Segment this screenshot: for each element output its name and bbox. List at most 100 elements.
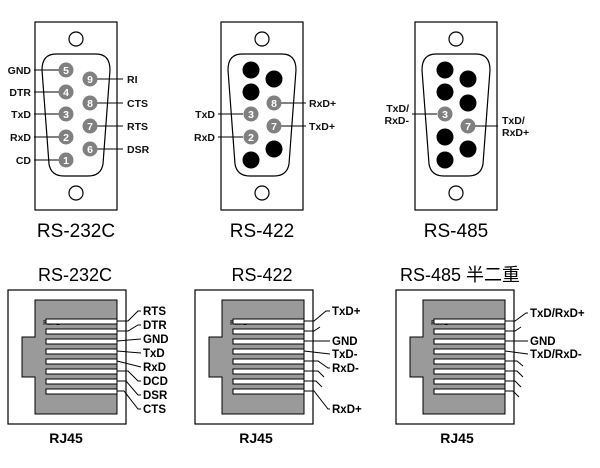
mount-hole-top (254, 31, 270, 47)
leader-line (505, 380, 522, 388)
pin-5 (58, 62, 74, 78)
pin-4 (242, 83, 260, 101)
pin-number: 7 (271, 121, 277, 133)
leader-line (304, 310, 330, 322)
pin-number: 3 (63, 109, 69, 121)
pin-3 (58, 106, 74, 122)
leader-line (304, 370, 325, 378)
signal-label: RI (127, 74, 138, 86)
contact-slot (45, 348, 118, 355)
signal-label: CD (16, 155, 32, 167)
pin-7 (460, 118, 476, 134)
leader-lines (504, 312, 529, 398)
pin-9 (82, 71, 98, 87)
signal-label: RxD+ (309, 98, 336, 110)
rj45-footer-label: RJ45 (440, 430, 474, 446)
pin-7 (82, 118, 98, 134)
rj45-body (409, 299, 506, 415)
signal-label: TxD/ (502, 115, 525, 127)
pin-4 (58, 84, 74, 100)
rj45-signal-label: TxD+ (332, 306, 361, 318)
connector-title: RS-422 (231, 265, 292, 285)
rj45-signal-label: DTR (143, 320, 167, 332)
contact-slot (45, 378, 118, 385)
signal-label: CTS (127, 98, 148, 110)
mount-hole-bottom (254, 185, 270, 201)
contact-slot (433, 378, 506, 385)
contact-slot (45, 318, 118, 325)
pin-3 (437, 106, 453, 122)
pin-1 (242, 151, 260, 169)
leader-line (304, 360, 330, 369)
leader-line (304, 380, 323, 388)
rj45-signal-label: RxD- (332, 363, 359, 375)
rj45-signal-label: GND (332, 336, 358, 348)
contact-slot (45, 368, 118, 375)
pin-9 (265, 70, 283, 88)
rj45-body (21, 299, 118, 415)
contact-slots (232, 318, 305, 395)
signal-label: GND (8, 65, 32, 77)
contact-slot (433, 358, 506, 365)
contact-slot (45, 388, 118, 395)
contact-slot (232, 378, 305, 385)
rj45-footer-label: RJ45 (49, 430, 83, 446)
signal-label: RxD+ (502, 127, 529, 139)
leader-line (505, 390, 520, 398)
pin-7 (266, 118, 282, 134)
leader-line (504, 350, 529, 355)
contact-slot (232, 318, 305, 325)
signal-label: TxD (11, 109, 31, 121)
pin-number: 8 (87, 98, 93, 110)
pin-5 (436, 61, 454, 79)
leader-line (304, 390, 330, 410)
pin-9 (459, 70, 477, 88)
rj45-rs232c: RS-232C Pin 1 RTS DTR GND TxD RxD (7, 265, 169, 446)
pin-number: 5 (63, 65, 69, 77)
rj45-signal-label: RxD+ (332, 404, 362, 416)
pin-1 (436, 151, 454, 169)
pin-number: 6 (87, 144, 93, 156)
contact-slot (232, 358, 305, 365)
rj45-signal-label: TxD/RxD- (530, 349, 582, 361)
leader-line (303, 350, 331, 355)
contact-slot (232, 338, 305, 345)
connector-title: RS-422 (230, 221, 294, 242)
pin-number: 3 (248, 109, 254, 121)
pin-8 (82, 95, 98, 111)
rj45-footer-label: RJ45 (239, 430, 273, 446)
pin-number: 2 (248, 132, 254, 144)
pin-number: 4 (63, 87, 69, 99)
pin-3 (243, 106, 259, 122)
pin-8 (459, 94, 477, 112)
contact-slot (433, 328, 506, 335)
db9-rs232c: 5 4 3 2 1 GND DTR TxD RxD CD 9 8 7 6 RI … (8, 21, 150, 242)
rj45-signal-label: TxD (143, 348, 165, 360)
pin-6 (459, 140, 477, 158)
contact-slot (45, 358, 118, 365)
signal-label: DSR (127, 144, 150, 156)
contact-slot (433, 348, 506, 355)
pin-8 (266, 95, 282, 111)
leader-line (117, 310, 141, 322)
pin-number: 7 (87, 121, 93, 133)
connector-title: RS-485 (424, 221, 488, 242)
rj45-signal-label: RxD (143, 362, 166, 374)
signal-label: TxD+ (309, 121, 335, 133)
signal-label: RxD (194, 132, 215, 144)
signal-label: RxD (10, 132, 31, 144)
leader-line (117, 380, 141, 396)
rj45-signal-label: DCD (143, 376, 168, 388)
contact-slot (433, 318, 506, 325)
leader-line (505, 360, 524, 367)
db9-rs485: 3 TxD/ RxD- 7 TxD/ RxD+ RS-485 (384, 21, 529, 242)
db9-shell (41, 53, 111, 177)
pin-2 (243, 129, 259, 145)
signal-label: DTR (9, 87, 31, 99)
rj45-body (208, 299, 305, 415)
mount-hole-top (68, 31, 84, 47)
contact-slot (232, 368, 305, 375)
rj45-signal-label: DSR (143, 390, 168, 402)
leader-line (117, 370, 141, 382)
pin-6 (82, 141, 98, 157)
